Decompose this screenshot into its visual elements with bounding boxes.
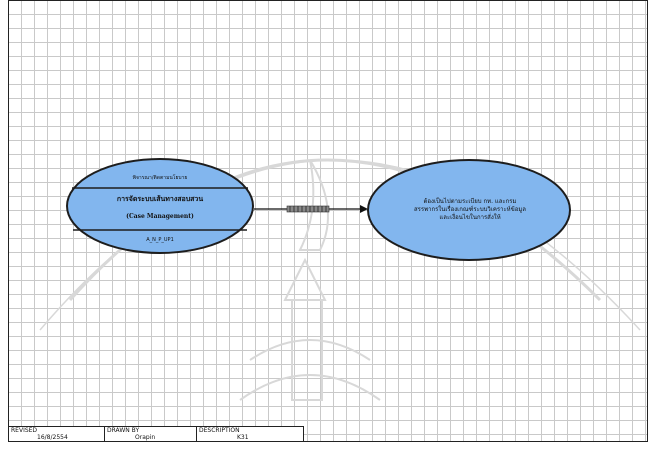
description-value: K31 [237, 434, 249, 441]
connector-hatch-lines [289, 206, 327, 212]
revised-value: 16/8/2554 [37, 434, 68, 441]
title-block-drawn-by: DRAWN BY Orapin [105, 427, 197, 441]
right-node-line-3: และเงื่อนไขในการสั่งให้ [439, 214, 501, 221]
right-node-line-2: สรรพากรในเรื่องเกณฑ์ระบบวิเคราะห์ข้อมูล [414, 206, 526, 213]
left-node-top-label: พิจารณา/ติดตามนโยบาย [132, 175, 188, 181]
drawn-by-label: DRAWN BY [107, 427, 140, 434]
revised-label: REVISED [11, 427, 38, 434]
arrow-head-icon [360, 205, 368, 213]
description-label: DESCRIPTION [199, 427, 240, 434]
left-node-title: การจัดระบบเส้นทางสอบสวน [116, 195, 204, 203]
drawn-by-value: Orapin [135, 434, 156, 441]
title-block-revised: REVISED 16/8/2554 [9, 427, 105, 441]
left-node-subtitle: (Case Management) [126, 213, 194, 220]
title-block: REVISED 16/8/2554 DRAWN BY Orapin DESCRI… [8, 426, 304, 442]
connector-hatch [286, 205, 330, 213]
left-node-code: A_N_P_UP1 [146, 237, 174, 243]
right-node-line-1: ต้องเป็นไปตามระเบียบ กท. และกรม [423, 198, 517, 205]
right-result-node[interactable] [367, 159, 571, 261]
title-block-description: DESCRIPTION K31 [197, 427, 303, 441]
